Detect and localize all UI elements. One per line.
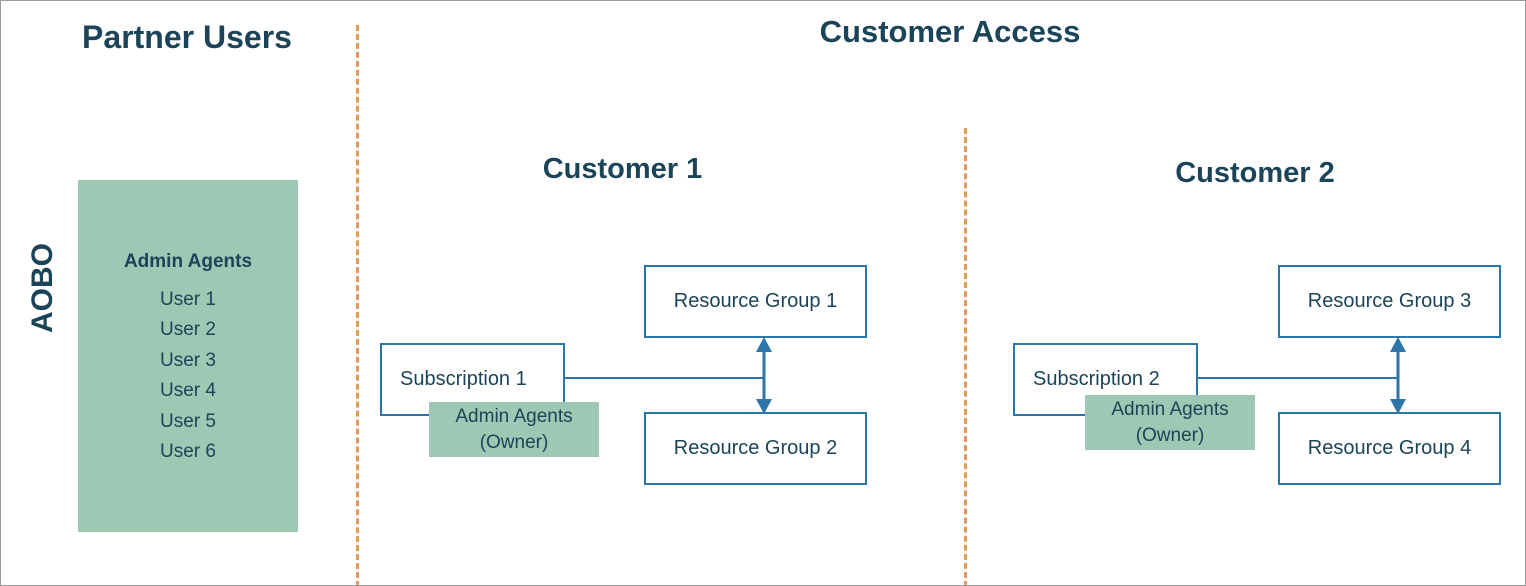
list-item: User 5 [160, 410, 216, 432]
customer-1-admin-agents-owner-chip: Admin Agents (Owner) [429, 402, 599, 457]
double-headed-arrow-icon [756, 337, 772, 414]
partner-users-heading: Partner Users [82, 19, 292, 55]
customer-1-heading: Customer 1 [542, 153, 703, 185]
partner-section-divider [356, 25, 359, 585]
list-item: User 3 [160, 349, 216, 371]
owner-chip-line-2: (Owner) [1135, 424, 1205, 446]
aobo-side-label: AOBO [26, 243, 59, 333]
customer-access-heading: Customer Access [819, 14, 1081, 49]
partner-user-list: User 1 User 2 User 3 User 4 User 5 User … [78, 285, 298, 467]
list-item: User 1 [160, 289, 216, 310]
partner-admin-agents-panel: Admin Agents User 1 User 2 User 3 User 4… [78, 180, 298, 532]
customer-section-divider [964, 128, 967, 585]
owner-chip-line-2: (Owner) [479, 431, 549, 453]
customer-1-subscription-connector [564, 377, 765, 379]
customer-2-admin-agents-owner-chip: Admin Agents (Owner) [1085, 395, 1255, 450]
list-item: User 6 [160, 441, 216, 463]
customer-1-resource-group-double-arrow [751, 337, 777, 414]
partner-admin-agents-title: Admin Agents [123, 251, 253, 272]
customer-1-resource-group-2-box: Resource Group 2 [644, 412, 867, 485]
owner-chip-line-1: Admin Agents [1111, 398, 1229, 420]
customer-1-resource-group-1-box: Resource Group 1 [644, 265, 867, 338]
customer-2-resource-group-4-box: Resource Group 4 [1278, 412, 1501, 485]
double-headed-arrow-icon [1390, 337, 1406, 414]
customer-2-resource-group-3-box: Resource Group 3 [1278, 265, 1501, 338]
customer-2-subscription-connector [1197, 377, 1398, 379]
list-item: User 2 [160, 319, 216, 341]
owner-chip-line-1: Admin Agents [455, 405, 573, 427]
customer-2-resource-group-double-arrow [1385, 337, 1411, 414]
list-item: User 4 [160, 380, 216, 402]
customer-2-heading: Customer 2 [1175, 157, 1335, 189]
